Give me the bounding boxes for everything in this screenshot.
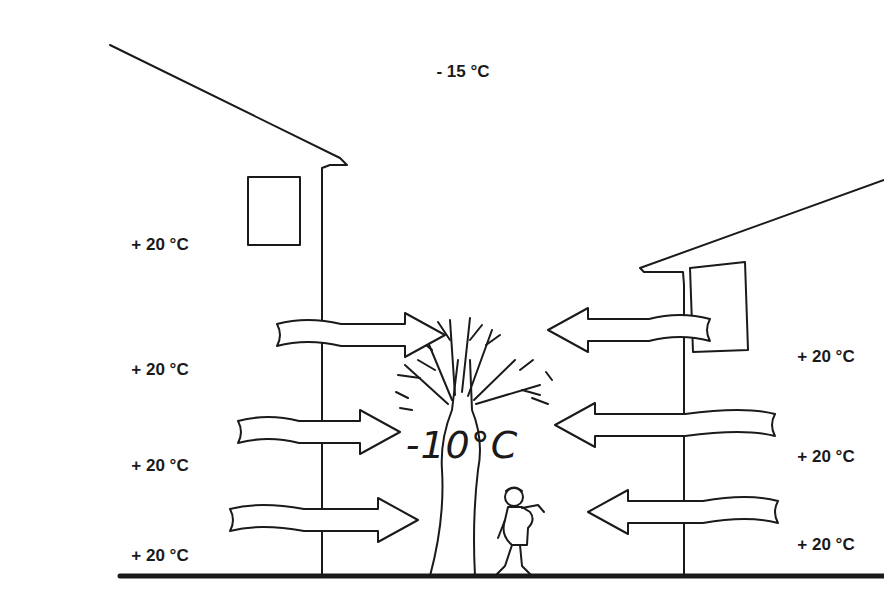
temperature-label: + 20 °C bbox=[129, 546, 190, 566]
left-building bbox=[110, 45, 347, 576]
heat-flow-arrow bbox=[548, 308, 710, 352]
street-temperature: -10°C bbox=[404, 423, 521, 469]
heat-flow-arrow bbox=[555, 403, 775, 447]
temperature-label: + 20 °C bbox=[795, 535, 856, 555]
person bbox=[497, 488, 544, 575]
heat-flow-arrow bbox=[230, 498, 418, 542]
temperature-label: + 20 °C bbox=[795, 447, 856, 467]
temperature-label: + 20 °C bbox=[129, 456, 190, 476]
tree bbox=[396, 318, 552, 576]
heat-flow-arrow bbox=[238, 410, 400, 454]
temperature-label: + 20 °C bbox=[129, 360, 190, 380]
ground-line bbox=[120, 574, 884, 579]
heat-flow-arrow bbox=[588, 490, 778, 534]
left-window bbox=[248, 177, 300, 245]
temperature-label: + 20 °C bbox=[795, 347, 856, 367]
temperature-label: + 20 °C bbox=[129, 235, 190, 255]
heat-flow-arrow bbox=[277, 313, 445, 357]
temperature-label: - 15 °C bbox=[434, 62, 491, 82]
